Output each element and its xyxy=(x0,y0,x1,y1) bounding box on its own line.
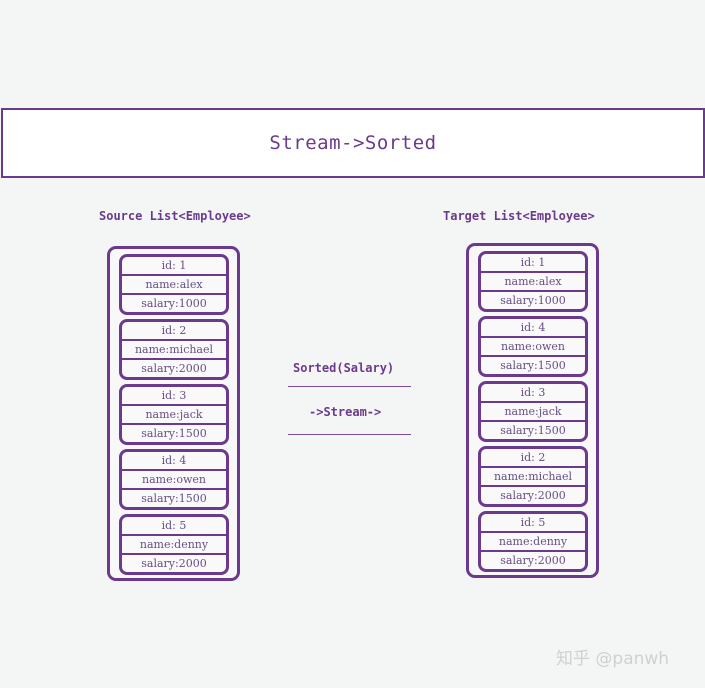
employee-card: id: 4 name:owen salary:1500 xyxy=(119,449,229,510)
source-list-title: Source List<Employee> xyxy=(99,209,251,223)
employee-card: id: 2 name:michael salary:2000 xyxy=(119,319,229,380)
employee-id: id: 3 xyxy=(520,386,546,399)
employee-id: id: 1 xyxy=(520,256,546,269)
employee-name: name:jack xyxy=(481,401,585,420)
employee-salary: salary:2000 xyxy=(122,358,226,377)
employee-card: id: 4 name:owen salary:1500 xyxy=(478,316,588,377)
stream-arrow-label: ->Stream-> xyxy=(309,405,382,419)
employee-salary: salary:1500 xyxy=(122,488,226,507)
employee-salary: salary:1500 xyxy=(122,423,226,442)
employee-id: id: 5 xyxy=(161,519,187,532)
employee-card: id: 3 name:jack salary:1500 xyxy=(478,381,588,442)
employee-name: name:owen xyxy=(122,469,226,488)
divider-line xyxy=(288,386,411,387)
diagram-title: Stream->Sorted xyxy=(269,132,437,154)
employee-name: name:denny xyxy=(122,534,226,553)
employee-card: id: 2 name:michael salary:2000 xyxy=(478,446,588,507)
employee-salary: salary:2000 xyxy=(122,553,226,572)
employee-card: id: 3 name:jack salary:1500 xyxy=(119,384,229,445)
employee-name: name:michael xyxy=(481,466,585,485)
employee-salary: salary:2000 xyxy=(481,485,585,504)
employee-salary: salary:2000 xyxy=(481,550,585,569)
employee-name: name:jack xyxy=(122,404,226,423)
employee-name: name:alex xyxy=(122,274,226,293)
employee-id: id: 3 xyxy=(161,389,187,402)
employee-salary: salary:1500 xyxy=(481,420,585,439)
employee-card: id: 5 name:denny salary:2000 xyxy=(119,514,229,575)
employee-id: id: 4 xyxy=(161,454,187,467)
employee-card: id: 1 name:alex salary:1000 xyxy=(119,254,229,315)
employee-card: id: 5 name:denny salary:2000 xyxy=(478,511,588,572)
employee-name: name:denny xyxy=(481,531,585,550)
employee-salary: salary:1000 xyxy=(122,293,226,312)
employee-id: id: 1 xyxy=(161,259,187,272)
watermark: 知乎 @panwh xyxy=(556,649,670,669)
title-banner: Stream->Sorted xyxy=(1,108,705,178)
employee-id: id: 2 xyxy=(520,451,546,464)
employee-id: id: 2 xyxy=(161,324,187,337)
employee-card: id: 1 name:alex salary:1000 xyxy=(478,251,588,312)
employee-salary: salary:1500 xyxy=(481,355,585,374)
target-list-container: id: 1 name:alex salary:1000 id: 4 name:o… xyxy=(466,243,599,578)
employee-id: id: 4 xyxy=(520,321,546,334)
target-list-title: Target List<Employee> xyxy=(443,209,595,223)
employee-id: id: 5 xyxy=(520,516,546,529)
employee-name: name:owen xyxy=(481,336,585,355)
employee-name: name:alex xyxy=(481,271,585,290)
sort-operation-label: Sorted(Salary) xyxy=(293,361,395,375)
source-list-container: id: 1 name:alex salary:1000 id: 2 name:m… xyxy=(107,246,240,581)
divider-line xyxy=(288,434,411,435)
employee-salary: salary:1000 xyxy=(481,290,585,309)
employee-name: name:michael xyxy=(122,339,226,358)
